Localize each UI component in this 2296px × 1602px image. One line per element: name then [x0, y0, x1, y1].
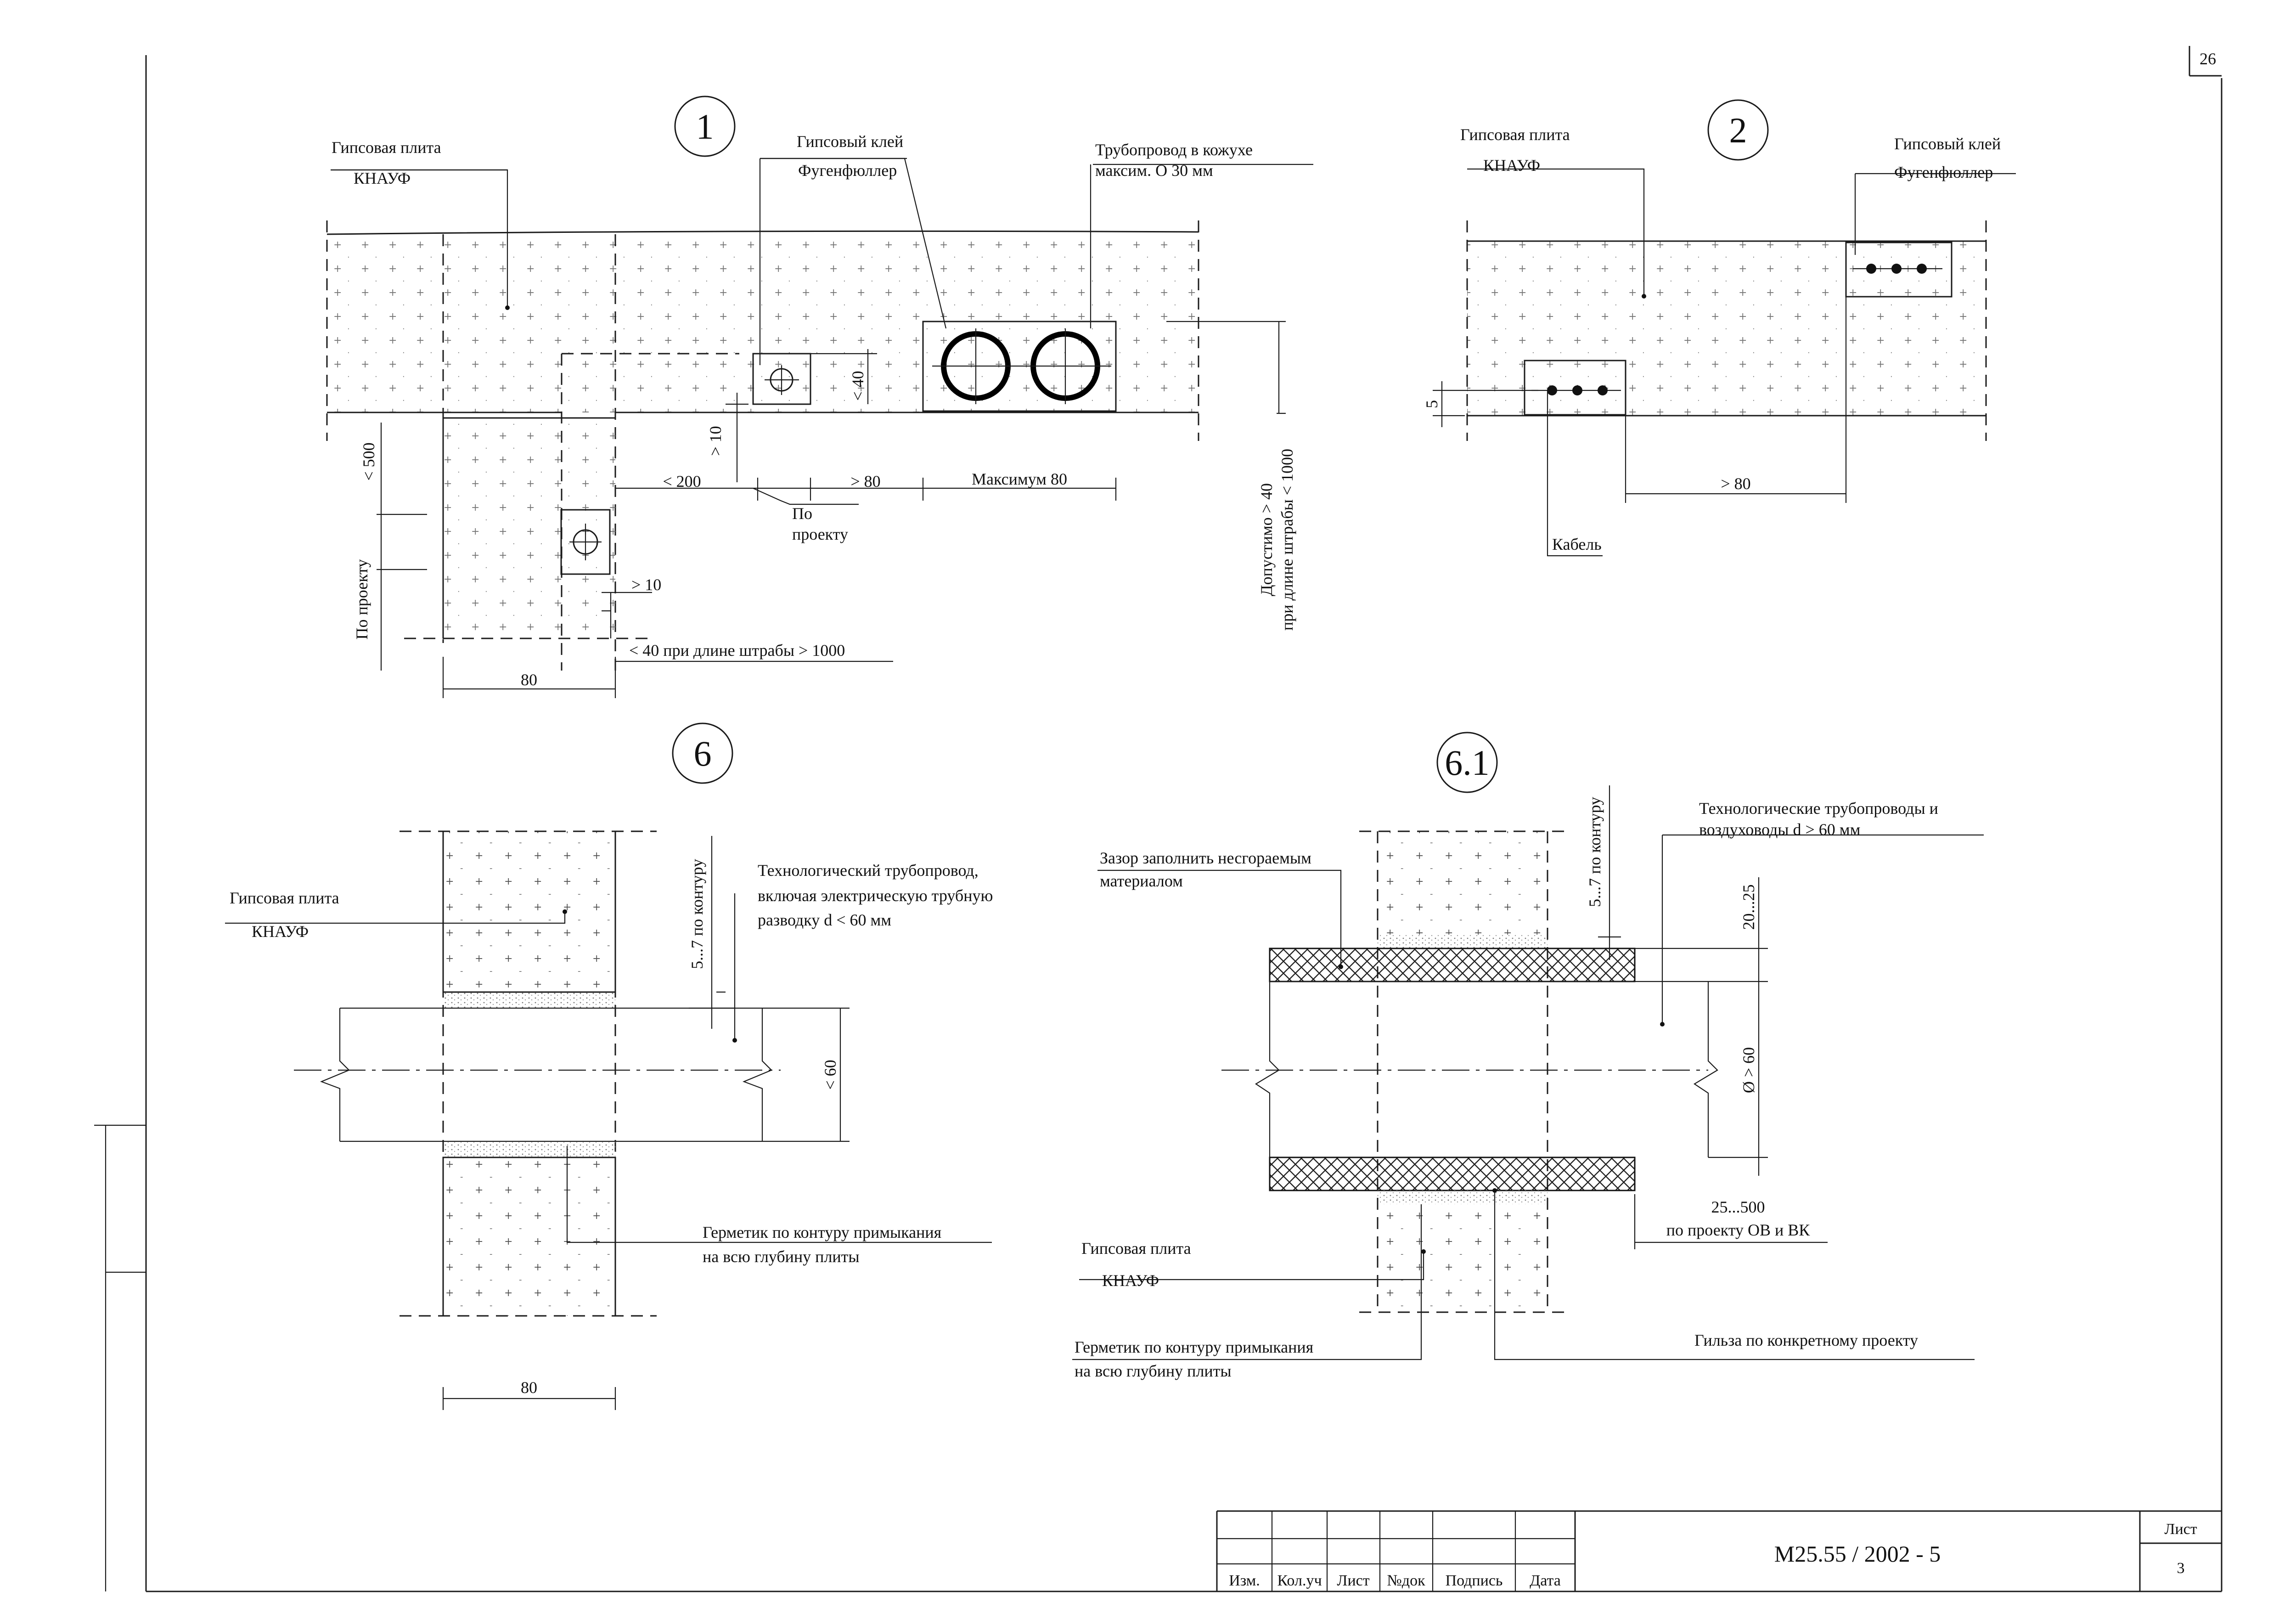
title-header-list: Лист	[1337, 1572, 1369, 1589]
d1-glue-label-1: Гипсовый клей	[797, 132, 903, 151]
d61-dim-d60: Ø > 60	[1739, 1047, 1758, 1093]
detail-2: 2	[1433, 99, 2016, 557]
title-header-ndok: №док	[1387, 1572, 1425, 1589]
d1-pipe-label-1: Трубопровод в кожухе	[1095, 141, 1253, 159]
d61-pipes-2: воздуховоды d > 60 мм	[1699, 820, 1860, 839]
d2-dim-5: 5	[1423, 400, 1441, 408]
d61-sealant-1: Герметик по контуру примыкания	[1075, 1338, 1313, 1356]
d61-dim-25500: 25...500	[1711, 1198, 1765, 1216]
d61-board-label-1: Гипсовая плита	[1081, 1239, 1191, 1258]
d1-board-label-1: Гипсовая плита	[332, 138, 441, 157]
d1-pipe-label-2: максим. О 30 мм	[1095, 161, 1213, 180]
d1-dim-lt40-long: < 40 при длине штрабы > 1000	[629, 641, 845, 660]
title-header-kol: Кол.уч	[1277, 1572, 1322, 1589]
d1-allow-1: Допустимо > 40	[1257, 483, 1276, 596]
sheet-frame	[94, 46, 2223, 1592]
d6-contour: 5...7 по контуру	[688, 859, 706, 969]
d6-pipe-label-2: включая электрическую трубную	[758, 886, 993, 905]
sheet-value: 3	[2177, 1560, 2185, 1577]
title-header-izm: Изм.	[1229, 1572, 1260, 1589]
detail-marker-2-label: 2	[1729, 110, 1747, 150]
d6-dim-lt60: < 60	[821, 1060, 839, 1089]
d2-cable: Кабель	[1552, 535, 1602, 553]
detail-marker-1	[674, 96, 736, 157]
d1-dim-max80: Максимум 80	[972, 470, 1067, 488]
d61-pipes-1: Технологические трубопроводы и	[1699, 799, 1938, 818]
title-header-data: Дата	[1530, 1572, 1561, 1589]
d61-sleeve: Гильза по конкретному проекту	[1694, 1331, 1918, 1349]
d2-glue-label-2: Фугенфюллер	[1894, 163, 1993, 181]
d6-board-label-1: Гипсовая плита	[230, 889, 339, 907]
sheet-number: 26	[2200, 50, 2216, 68]
d2-board-label-2: КНАУФ	[1483, 156, 1540, 175]
d6-pipe-label-3: разводку d < 60 мм	[758, 911, 891, 929]
d1-dim-lt40: < 40	[849, 371, 867, 400]
d61-gap-1: Зазор заполнить несгораемым	[1100, 849, 1311, 867]
d1-dim-lt500: < 500	[360, 442, 378, 480]
detail-marker-6	[672, 722, 733, 784]
d1-dim-gt10-v: > 10	[706, 426, 725, 456]
detail-marker-1-label: 1	[696, 107, 714, 147]
detail-6: 6	[225, 722, 992, 1410]
detail-marker-6-1-label: 6.1	[1445, 743, 1490, 783]
d61-dim-25500-2: по проекту ОВ и ВК	[1666, 1221, 1811, 1239]
d1-po-proektu-2: проекту	[792, 525, 848, 543]
d61-contour: 5...7 по контуру	[1586, 797, 1604, 907]
d2-dim-gt80: > 80	[1721, 474, 1750, 493]
d1-dim-gt80: > 80	[850, 472, 880, 491]
d6-sealant-1: Герметик по контуру примыкания	[703, 1223, 941, 1241]
sheet-label: Лист	[2164, 1521, 2197, 1538]
d6-dim-80: 80	[521, 1378, 537, 1397]
d61-sealant-2: на всю глубину плиты	[1075, 1362, 1232, 1380]
detail-marker-6-1	[1436, 732, 1498, 793]
detail-marker-2	[1707, 99, 1769, 161]
title-header-podpis: Подпись	[1446, 1572, 1503, 1589]
d1-po-proektu-v: По проекту	[353, 559, 371, 640]
d1-dim-80: 80	[521, 671, 537, 689]
d61-dim-2025: 20...25	[1739, 885, 1758, 930]
d61-gap-2: материалом	[1100, 872, 1183, 890]
d1-glue-label-2: Фугенфюллер	[798, 161, 897, 180]
d6-pipe-label-1: Технологический трубопровод,	[758, 861, 979, 880]
d1-board-label-2: КНАУФ	[354, 169, 411, 187]
title-block	[1216, 1510, 2222, 1591]
d1-po-proektu-1: По	[792, 504, 812, 523]
d6-board-label-2: КНАУФ	[252, 922, 309, 941]
d1-dim-lt200: < 200	[663, 472, 701, 491]
d2-board-label-1: Гипсовая плита	[1460, 125, 1570, 144]
detail-6-1: 6.1	[1072, 732, 1984, 1360]
detail-marker-6-label: 6	[694, 733, 712, 773]
document-code: М25.55 / 2002 - 5	[1774, 1541, 1941, 1567]
d6-sealant-2: на всю глубину плиты	[703, 1247, 860, 1266]
detail-1: 1	[326, 96, 1313, 698]
d1-dim-gt10-h: > 10	[631, 575, 661, 594]
d1-allow-2: при длине штрабы < 1000	[1278, 449, 1296, 631]
d61-board-label-2: КНАУФ	[1102, 1271, 1159, 1290]
d2-glue-label-1: Гипсовый клей	[1894, 135, 2001, 153]
